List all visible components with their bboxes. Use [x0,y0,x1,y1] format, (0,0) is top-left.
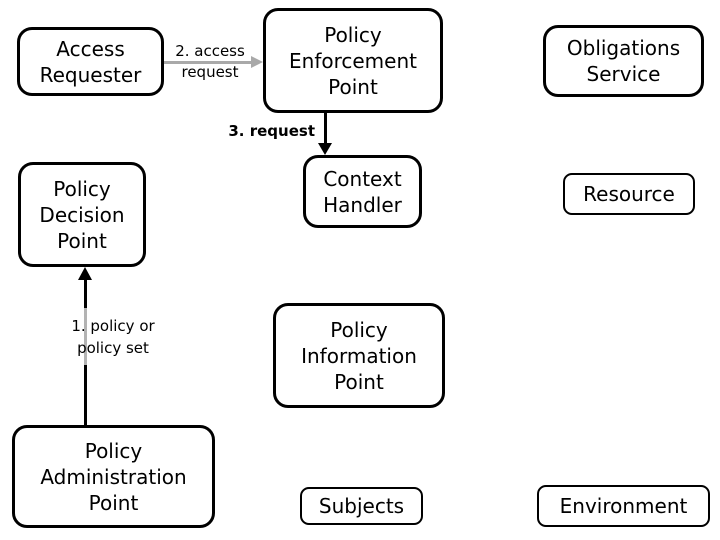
node-policy-enforcement-point: Policy Enforcement Point [263,8,443,113]
access-request-arrow-label: 2. access request [175,42,245,81]
request-arrowhead-icon [318,143,332,155]
node-resource: Resource [563,173,695,215]
node-obligations-service: Obligations Service [543,25,704,97]
access-request-arrowhead-icon [251,56,263,68]
node-environment: Environment [537,485,710,527]
node-policy-decision-point: Policy Decision Point [18,162,146,267]
access-request-arrow-line [163,61,253,64]
policy-arrowhead-icon [78,267,92,280]
node-policy-administration-point: Policy Administration Point [12,425,215,528]
policy-arrow-label: 1. policy or policy set [57,308,169,365]
request-arrow-label: 3. request [228,122,315,140]
node-subjects: Subjects [300,487,423,525]
node-policy-information-point: Policy Information Point [273,303,445,408]
node-access-requester: Access Requester [17,27,164,96]
request-arrow-line [324,113,327,144]
node-context-handler: Context Handler [303,155,422,228]
